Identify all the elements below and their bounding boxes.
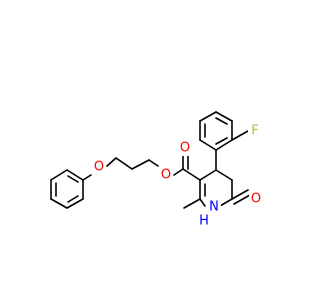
- bond: [231, 130, 249, 141]
- bond: [131, 159, 150, 170]
- bond: [199, 139, 217, 151]
- label-background: [248, 123, 262, 139]
- bond: [115, 157, 133, 170]
- label-background: [159, 167, 173, 183]
- lactam-ring: [183, 169, 251, 209]
- bond: [148, 159, 159, 167]
- atom-labels: O O O F N H O: [92, 123, 263, 229]
- bond: [50, 198, 68, 209]
- bond: [231, 189, 249, 200]
- bond: [106, 157, 117, 167]
- ester-group: [173, 155, 201, 181]
- bond: [183, 198, 201, 209]
- double-bond: [233, 194, 251, 205]
- ether-oxygen-label: O: [94, 160, 104, 175]
- bond: [215, 139, 233, 151]
- bond: [215, 169, 233, 181]
- molecule-structure: O O O F N H O: [50, 111, 263, 229]
- bond: [66, 169, 84, 181]
- bond: [199, 169, 217, 181]
- aromatic-bond: [215, 137, 228, 145]
- aromatic-bond: [67, 195, 79, 203]
- bond: [173, 168, 184, 176]
- label-background: [199, 214, 209, 228]
- ethoxy-chain: [82, 157, 159, 181]
- bond: [199, 111, 217, 122]
- label-background: [178, 140, 192, 156]
- label-background: [207, 201, 221, 213]
- bond: [215, 111, 233, 122]
- lactam-oxygen-label: O: [251, 192, 261, 207]
- bond: [182, 168, 201, 181]
- carbonyl-oxygen-label: O: [180, 141, 190, 156]
- aromatic-bond: [215, 117, 228, 125]
- fluorophenyl-ring: [199, 111, 249, 171]
- ester-oxygen-label: O: [161, 168, 171, 183]
- phenoxy-ring: [50, 169, 84, 209]
- bond: [82, 174, 92, 181]
- nitrogen-label: N: [209, 200, 219, 215]
- bond: [50, 169, 68, 181]
- bond: [66, 198, 84, 209]
- fluorine-label: F: [251, 124, 258, 139]
- molecule-canvas: O O O F N H O: [50, 111, 263, 229]
- bond: [199, 198, 206, 207]
- label-background: [249, 191, 263, 207]
- bond: [219, 198, 233, 207]
- hydrogen-label: H: [199, 214, 209, 229]
- aromatic-bond: [67, 175, 79, 183]
- label-background: [92, 159, 106, 175]
